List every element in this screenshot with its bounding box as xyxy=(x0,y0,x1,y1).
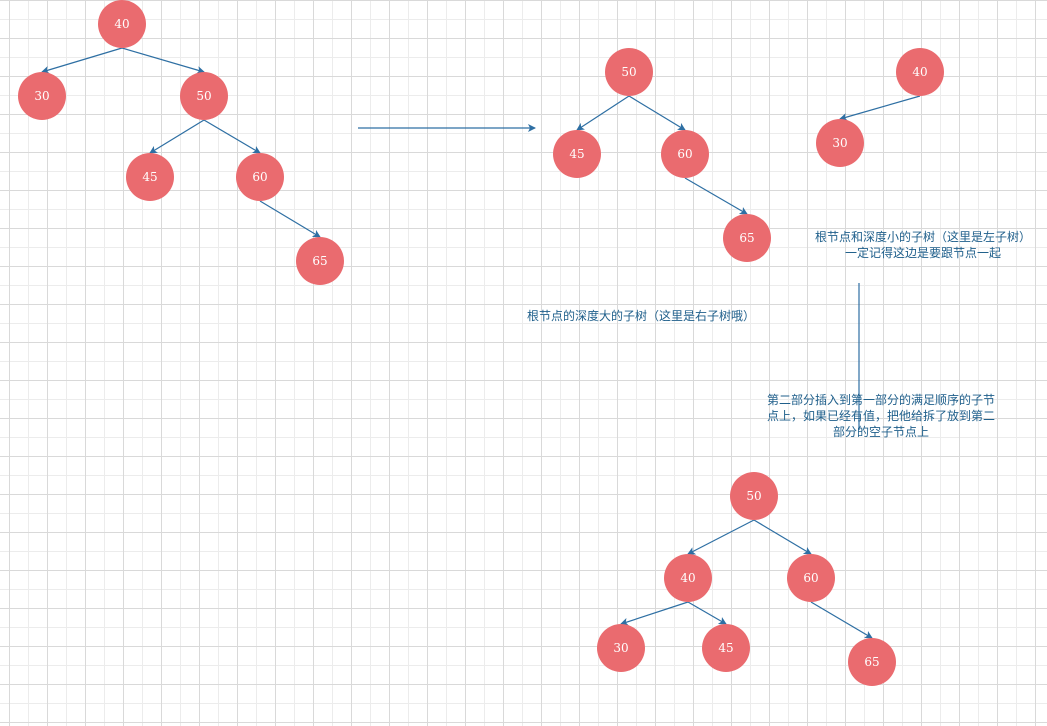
node-circle xyxy=(236,153,284,201)
node-label: 45 xyxy=(142,170,157,184)
node-label: 40 xyxy=(912,65,927,79)
tree-edge xyxy=(810,601,873,639)
tree-node: 50 xyxy=(730,472,778,520)
note-merge-line2: 点上，如果已经有值，把他给拆了放到第二 xyxy=(766,409,995,423)
tree-edge xyxy=(684,177,748,215)
node-circle xyxy=(702,624,750,672)
tree-node: 50 xyxy=(180,72,228,120)
node-label: 65 xyxy=(739,231,754,245)
tree-node: 40 xyxy=(896,48,944,96)
tree-edge xyxy=(628,95,686,131)
tree-edge xyxy=(149,119,205,154)
tree-node: 60 xyxy=(661,130,709,178)
tree-node: 60 xyxy=(787,554,835,602)
tree-edge xyxy=(203,119,261,154)
node-circle xyxy=(18,72,66,120)
node-label: 45 xyxy=(718,641,733,655)
note-merge: 第二部分插入到第一部分的满足顺序的子节 点上，如果已经有值，把他给拆了放到第二 … xyxy=(757,392,1005,440)
tree-node: 65 xyxy=(723,214,771,262)
node-label: 30 xyxy=(613,641,628,655)
node-circle xyxy=(126,153,174,201)
tree-node: 50 xyxy=(605,48,653,96)
tree-node: 65 xyxy=(296,237,344,285)
note-merge-line3: 部分的空子节点上 xyxy=(832,425,929,439)
node-circle xyxy=(787,554,835,602)
node-label: 60 xyxy=(252,170,267,184)
tree-node: 40 xyxy=(664,554,712,602)
tree-node: 65 xyxy=(848,638,896,686)
node-label: 60 xyxy=(677,147,692,161)
node-circle xyxy=(723,214,771,262)
node-label: 65 xyxy=(864,655,879,669)
tree-edge xyxy=(620,601,689,626)
tree-node: 40 xyxy=(98,0,146,48)
node-label: 65 xyxy=(312,254,327,268)
tree-node: 30 xyxy=(816,119,864,167)
tree-node: 45 xyxy=(126,153,174,201)
tree-edge xyxy=(753,519,812,555)
note-merge-line1: 第二部分插入到第一部分的满足顺序的子节 xyxy=(766,393,995,407)
tree-node: 60 xyxy=(236,153,284,201)
node-circle xyxy=(553,130,601,178)
tree-edge xyxy=(41,47,123,74)
node-label: 50 xyxy=(746,489,761,503)
tree-node: 30 xyxy=(597,624,645,672)
tree-node: 30 xyxy=(18,72,66,120)
note-left-line1: 根节点和深度小的子树（这里是左子树） xyxy=(814,230,1031,244)
node-label: 50 xyxy=(621,65,636,79)
node-label: 45 xyxy=(569,147,584,161)
tree-edge xyxy=(259,200,321,238)
node-circle xyxy=(597,624,645,672)
node-label: 60 xyxy=(803,571,818,585)
node-circle xyxy=(664,554,712,602)
note-right-subtree: 根节点的深度大的子树（这里是右子树哦） xyxy=(527,309,756,323)
tree-edge xyxy=(687,601,727,625)
node-label: 40 xyxy=(114,17,129,31)
node-label: 40 xyxy=(680,571,695,585)
node-circle xyxy=(605,48,653,96)
node-circle xyxy=(98,0,146,48)
node-label: 50 xyxy=(196,89,211,103)
tree-node: 45 xyxy=(553,130,601,178)
node-circle xyxy=(661,130,709,178)
node-label: 30 xyxy=(832,136,847,150)
note-left-line2: 一定记得这边是要跟节点一起 xyxy=(844,246,1001,260)
node-circle xyxy=(848,638,896,686)
note-left-subtree: 根节点和深度小的子树（这里是左子树） 一定记得这边是要跟节点一起 xyxy=(805,229,1041,261)
node-circle xyxy=(816,119,864,167)
tree-edge xyxy=(576,95,630,131)
tree-edge xyxy=(839,95,921,121)
node-circle xyxy=(896,48,944,96)
node-circle xyxy=(180,72,228,120)
node-label: 30 xyxy=(34,89,49,103)
node-circle xyxy=(730,472,778,520)
tree-edge xyxy=(121,47,205,74)
node-circle xyxy=(296,237,344,285)
tree-node: 45 xyxy=(702,624,750,672)
tree-edge xyxy=(687,519,755,555)
